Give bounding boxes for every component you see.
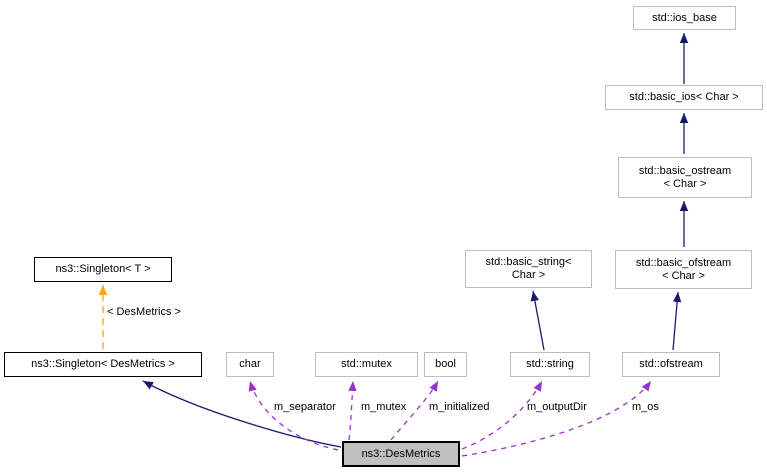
edge-desmetrics-uses-char <box>248 380 339 451</box>
node-std-basic-ofstream[interactable]: std::basic_ofstream < Char > <box>615 250 752 289</box>
node-label: std::mutex <box>341 358 392 370</box>
edge-desmetrics-uses-ofstream <box>461 380 652 457</box>
node-ns3-desmetrics: ns3::DesMetrics <box>342 441 460 467</box>
node-std-basic-ios[interactable]: std::basic_ios< Char > <box>605 85 763 110</box>
node-bool[interactable]: bool <box>424 352 467 377</box>
node-label: std::ofstream <box>639 358 703 370</box>
node-std-ios-base[interactable]: std::ios_base <box>633 6 736 30</box>
edge-desmetrics-uses-mutex <box>348 380 357 441</box>
edge-label-m-outputdir: m_outputDir <box>527 401 587 413</box>
node-ns3-singleton-desmetrics[interactable]: ns3::Singleton< DesMetrics > <box>4 352 202 377</box>
node-label: std::ios_base <box>652 11 717 24</box>
edge-label-m-separator: m_separator <box>274 401 336 413</box>
edge-desmetrics-to-singleton <box>142 380 342 448</box>
edge-label-m-initialized: m_initialized <box>429 401 490 413</box>
node-label: std::basic_ios< Char > <box>629 91 739 103</box>
edge-desmetrics-uses-string <box>461 380 543 450</box>
edge-desmetrics-uses-bool <box>390 380 439 441</box>
node-label: std::basic_ostream < Char > <box>638 164 732 190</box>
edge-label-m-mutex: m_mutex <box>361 401 407 413</box>
node-std-basic-ostream[interactable]: std::basic_ostream < Char > <box>618 157 752 198</box>
node-std-string[interactable]: std::string <box>510 352 590 377</box>
node-std-mutex[interactable]: std::mutex <box>315 352 418 377</box>
node-char[interactable]: char <box>226 352 274 377</box>
node-std-basic-string[interactable]: std::basic_string< Char > <box>465 250 592 288</box>
edge-label-template-args: < DesMetrics > <box>107 306 181 318</box>
node-ns3-singleton-t[interactable]: ns3::Singleton< T > <box>34 257 172 282</box>
edge-ofstream-to-basicofstream <box>672 291 682 351</box>
node-label: std::basic_string< Char > <box>485 256 572 281</box>
node-label: ns3::Singleton< DesMetrics > <box>31 358 175 370</box>
edge-string-to-basicstring <box>530 290 545 351</box>
node-std-ofstream[interactable]: std::ofstream <box>622 352 720 377</box>
node-label: std::string <box>526 358 574 370</box>
node-label: ns3::Singleton< T > <box>55 263 151 275</box>
node-label: char <box>239 358 261 370</box>
edge-label-m-os: m_os <box>632 401 659 413</box>
node-label: ns3::DesMetrics <box>361 447 441 460</box>
node-label: bool <box>435 358 456 370</box>
node-label: std::basic_ofstream < Char > <box>635 256 732 282</box>
